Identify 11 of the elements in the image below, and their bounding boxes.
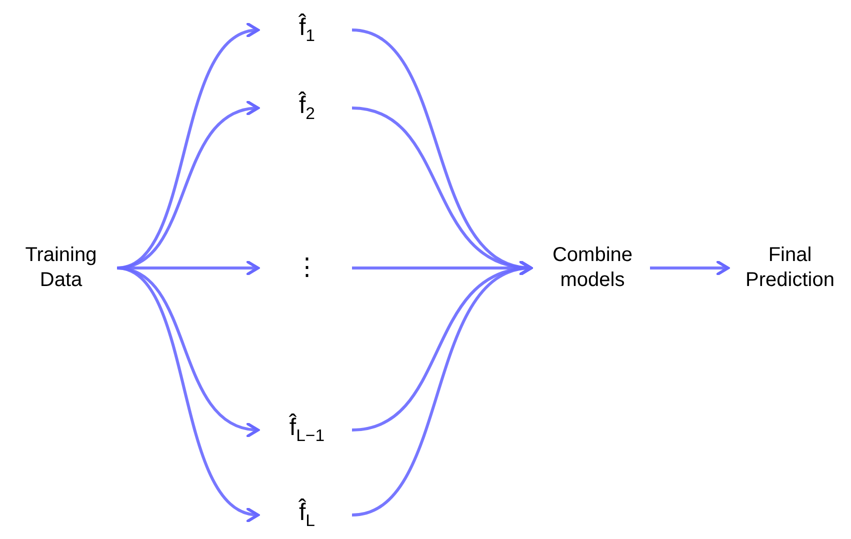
arrow (116, 266, 260, 520)
step-label: Training Data (24, 243, 98, 293)
model-label: f̂$_{L−1}$ (289, 413, 325, 447)
step-label: Combine models (551, 243, 634, 293)
model-label: f̂$_{1}$ (298, 13, 315, 47)
arrow (352, 262, 532, 516)
model-label: f̂$_{2}$ (298, 91, 315, 125)
arrow (650, 260, 730, 276)
model-label: ⋮ (295, 253, 319, 283)
model-label: f̂$_{L}$ (298, 498, 315, 532)
step-label: Final Prediction (744, 243, 836, 293)
